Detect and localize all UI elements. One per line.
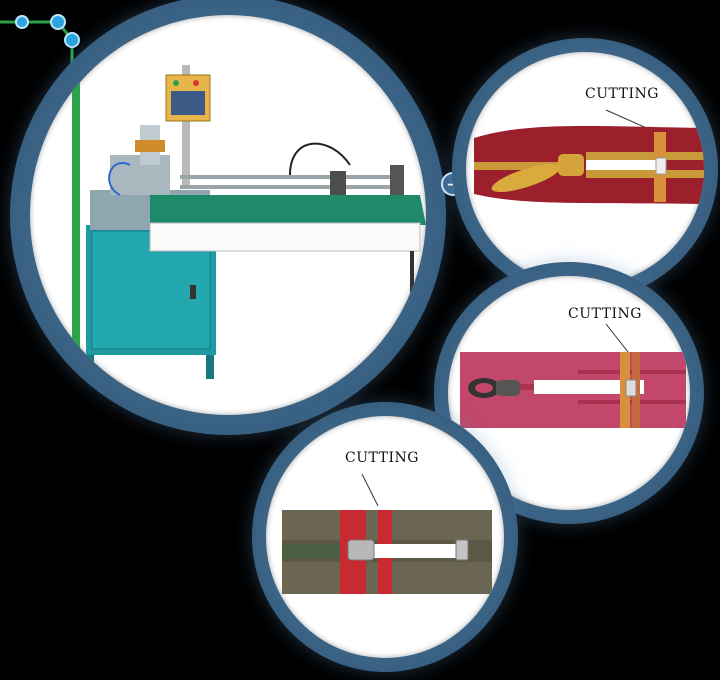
machine-image — [30, 15, 426, 415]
decor-dot — [15, 15, 29, 29]
zipper-image-khaki — [266, 416, 504, 658]
decor-dot — [50, 14, 66, 30]
cutting-label-middle: CUTTING — [568, 306, 642, 322]
cutting-label-top: CUTTING — [585, 86, 659, 102]
cutting-label-bottom: CUTTING — [345, 450, 419, 466]
zipper-image-red — [466, 52, 704, 286]
